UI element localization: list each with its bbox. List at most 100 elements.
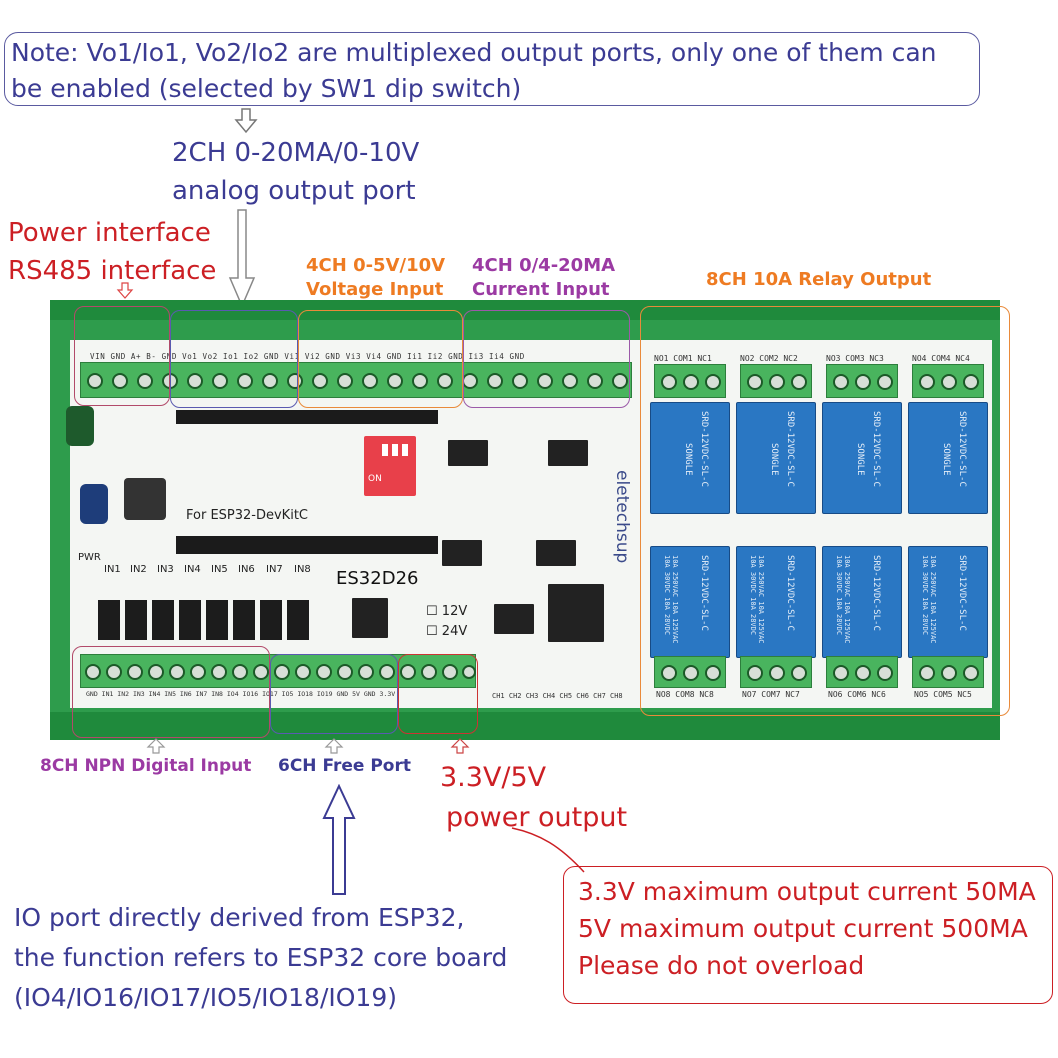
- warning-line-2: 5V maximum output current 500MA: [578, 914, 1028, 943]
- current-warning-box: 3.3V maximum output current 50MA 5V maxi…: [563, 866, 1053, 1004]
- option-12v: ☐ 12V: [426, 604, 468, 619]
- screw-icon: [747, 665, 807, 681]
- warning-line-3: Please do not overload: [578, 951, 865, 980]
- voltage-input-outline: [298, 310, 463, 408]
- input-label-7: IN7: [266, 564, 283, 575]
- relay-top-pin-label-2: NO2 COM2 NC2: [740, 354, 798, 363]
- ic-chip: [448, 440, 488, 466]
- relay-terminal-5: [912, 656, 984, 688]
- relay-1: SRD-12VDC-SL-C SONGLE: [650, 402, 730, 514]
- input-label-1: IN1: [104, 564, 121, 575]
- esp32-header-bottom: [176, 536, 438, 554]
- voltage-input-label: 4CH 0-5V/10V Voltage Input: [306, 255, 446, 300]
- relay-top-pin-label-1: NO1 COM1 NC1: [654, 354, 712, 363]
- relay-top-pin-label-3: NO3 COM3 NC3: [826, 354, 884, 363]
- relay-spec-text: 10A 250VAC 10A 125VAC 10A 30VDC 10A 28VD…: [663, 555, 679, 644]
- relay-model-text: SRD-12VDC-SL-C: [699, 411, 709, 487]
- relay-top-pin-label-4: NO4 COM4 NC4: [912, 354, 970, 363]
- relay-spec-text: 10A 250VAC 10A 125VAC 10A 30VDC 10A 28VD…: [921, 555, 937, 644]
- input-label-6: IN6: [238, 564, 255, 575]
- relay-model-text: SRD-12VDC-SL-C: [785, 411, 795, 487]
- inductor: [124, 478, 166, 520]
- relay-model-text: SRD-12VDC-SL-C: [871, 555, 881, 631]
- io-port-note: IO port directly derived from ESP32, the…: [14, 903, 508, 1012]
- power-output-label: 3.3V/5V power output: [440, 762, 628, 833]
- top-terminal-screws: [87, 373, 628, 389]
- down-arrow-icon: [234, 108, 258, 138]
- screw-icon: [661, 665, 721, 681]
- capacitor: [80, 484, 108, 524]
- relay-terminal-2: [740, 364, 812, 398]
- relay-terminal-8: [654, 656, 726, 688]
- relay-bot-pin-label-5: NO5 COM5 NC5: [914, 690, 972, 699]
- relay-brand-text: SONGLE: [769, 443, 779, 476]
- screw-icon: [833, 374, 893, 390]
- relay-terminal-4: [912, 364, 984, 398]
- relay-bot-pin-label-8: NO8 COM8 NC8: [656, 690, 714, 699]
- power-interface-arrow-icon: [116, 282, 134, 304]
- relay-terminal-7: [740, 656, 812, 688]
- relay-terminal-3: [826, 364, 898, 398]
- relay-model-text: SRD-12VDC-SL-C: [785, 555, 795, 631]
- brand-silkscreen: eletechsup: [612, 470, 632, 564]
- connector-line: [510, 826, 590, 880]
- option-24v: ☐ 24V: [426, 624, 468, 639]
- input-label-2: IN2: [130, 564, 147, 575]
- relay-spec-text: 10A 250VAC 10A 125VAC 10A 30VDC 10A 28VD…: [749, 555, 765, 644]
- dip-switch-levers-icon: [382, 444, 408, 456]
- note-line-2: be enabled (selected by SW1 dip switch): [11, 74, 522, 103]
- relay-spec-text: 10A 250VAC 10A 125VAC 10A 30VDC 10A 28VD…: [835, 555, 851, 644]
- ic-chip: [548, 440, 588, 466]
- screw-icon: [747, 374, 807, 390]
- top-terminal-block: [80, 362, 632, 398]
- free-port-label: 6CH Free Port: [278, 756, 411, 776]
- pwr-label: PWR: [78, 552, 101, 563]
- devkit-label: For ESP32-DevKitC: [186, 508, 308, 523]
- input-label-3: IN3: [157, 564, 174, 575]
- input-label-4: IN4: [184, 564, 201, 575]
- relay-output-label: 8CH 10A Relay Output: [706, 269, 932, 290]
- relay-model-text: SRD-12VDC-SL-C: [957, 411, 967, 487]
- power-rs485-outline: [74, 306, 170, 406]
- up-arrow-icon: [450, 738, 470, 758]
- screw-icon: [919, 374, 979, 390]
- screw-icon: [833, 665, 893, 681]
- relay-8: SRD-12VDC-SL-C 10A 250VAC 10A 125VAC 10A…: [650, 546, 730, 658]
- relay-bot-pin-label-7: NO7 COM7 NC7: [742, 690, 800, 699]
- analog-output-outline: [170, 310, 298, 408]
- relay-7: SRD-12VDC-SL-C 10A 250VAC 10A 125VAC 10A…: [736, 546, 816, 658]
- ic-chip: [494, 604, 534, 634]
- bottom-terminal-screws: [85, 664, 476, 680]
- capacitor: [66, 406, 94, 446]
- up-arrow-icon: [146, 738, 166, 758]
- ic-chip: [536, 540, 576, 566]
- relay-brand-text: SONGLE: [941, 443, 951, 476]
- ic-chip: [442, 540, 482, 566]
- current-input-outline: [463, 310, 630, 408]
- bottom-terminal-block: [80, 654, 476, 688]
- relay-model-text: SRD-12VDC-SL-C: [699, 555, 709, 631]
- free-port-arrow-icon: [322, 783, 356, 900]
- power-interface-label: Power interface RS485 interface: [8, 218, 217, 286]
- multiplex-note-box: Note: Vo1/Io1, Vo2/Io2 are multiplexed o…: [4, 32, 980, 106]
- input-label-5: IN5: [211, 564, 228, 575]
- relay-3: SRD-12VDC-SL-C SONGLE: [822, 402, 902, 514]
- screw-icon: [661, 374, 721, 390]
- relay-terminal-1: [654, 364, 726, 398]
- relay-5: SRD-12VDC-SL-C 10A 250VAC 10A 125VAC 10A…: [908, 546, 988, 658]
- din-rail-bottom: [50, 712, 1000, 740]
- analog-output-arrow-icon: [228, 208, 256, 312]
- free-port-outline: [270, 654, 398, 734]
- esp32-header-top: [176, 410, 438, 424]
- ch-led-labels: CH1 CH2 CH3 CH4 CH5 CH6 CH7 CH8: [492, 692, 623, 700]
- relay-2: SRD-12VDC-SL-C SONGLE: [736, 402, 816, 514]
- digital-input-label: 8CH NPN Digital Input: [40, 756, 252, 776]
- relay-bot-pin-label-6: NO6 COM6 NC6: [828, 690, 886, 699]
- power-output-outline: [398, 654, 478, 734]
- relay-brand-text: SONGLE: [683, 443, 693, 476]
- dip-switch: [364, 436, 416, 496]
- relay-model-text: SRD-12VDC-SL-C: [871, 411, 881, 487]
- relay-brand-text: SONGLE: [855, 443, 865, 476]
- top-pin-labels: VIN GND A+ B- GND Vo1 Vo2 Io1 Io2 GND Vi…: [90, 352, 525, 361]
- current-input-label: 4CH 0/4-20MA Current Input: [472, 255, 616, 300]
